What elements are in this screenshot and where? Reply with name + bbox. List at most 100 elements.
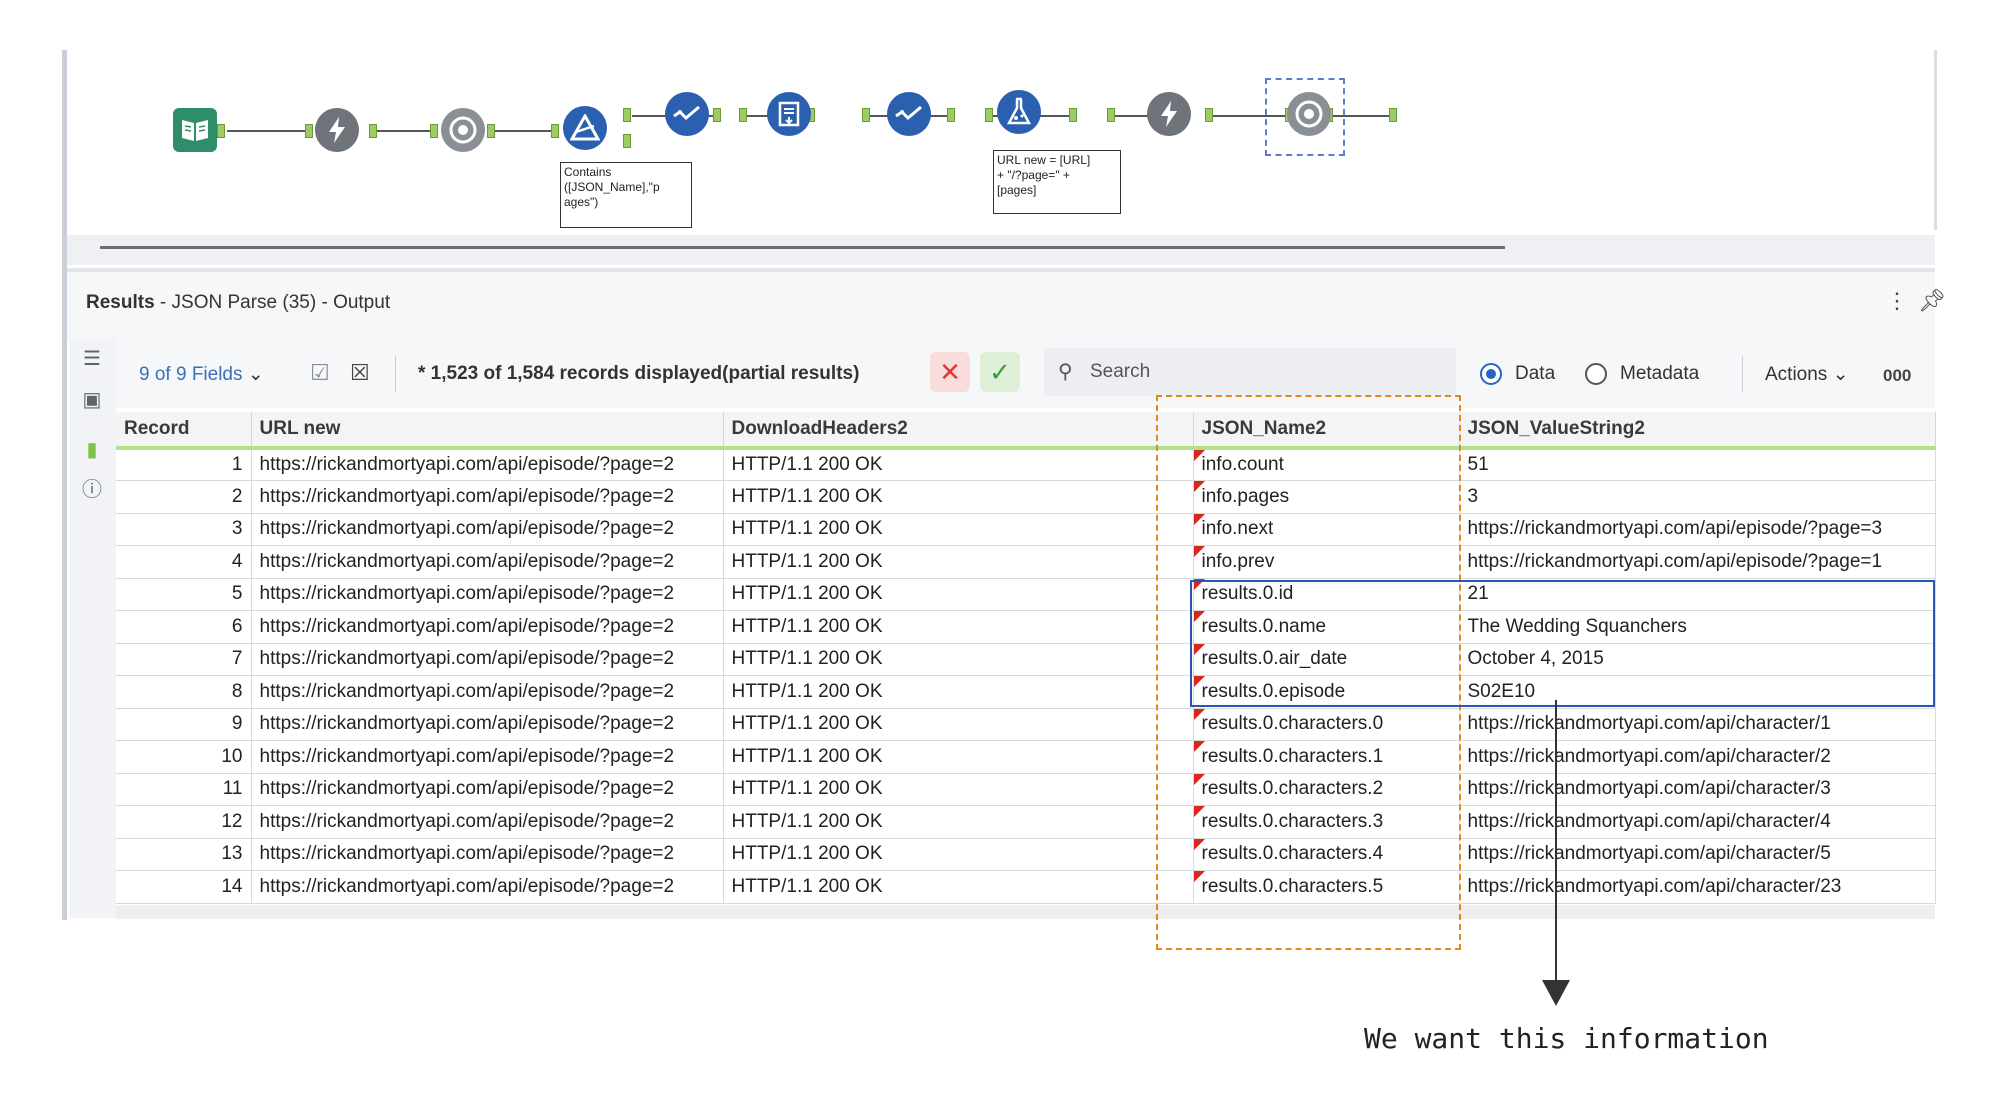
url-cell[interactable]: https://rickandmortyapi.com/api/episode/… [251, 480, 724, 514]
record-cell[interactable]: 2 [116, 480, 252, 514]
record-cell[interactable]: 4 [116, 545, 252, 579]
headers-cell[interactable]: HTTP/1.1 200 OK [723, 870, 1194, 904]
json-name-cell[interactable]: results.0.id [1193, 578, 1460, 611]
select-tool-2-icon[interactable] [887, 92, 931, 136]
json-name-cell[interactable]: info.pages [1193, 480, 1460, 514]
column-header-record[interactable]: Record [116, 412, 252, 450]
json-name-cell[interactable]: results.0.episode [1193, 675, 1460, 709]
url-cell[interactable]: https://rickandmortyapi.com/api/episode/… [251, 773, 724, 806]
json-name-cell[interactable]: results.0.air_date [1193, 643, 1460, 676]
url-cell[interactable]: https://rickandmortyapi.com/api/episode/… [251, 805, 724, 839]
text-input-tool-icon[interactable] [767, 92, 811, 136]
url-cell[interactable]: https://rickandmortyapi.com/api/episode/… [251, 513, 724, 546]
record-cell[interactable]: 9 [116, 708, 252, 741]
url-cell[interactable]: https://rickandmortyapi.com/api/episode/… [251, 675, 724, 709]
json-value-cell[interactable]: https://rickandmortyapi.com/api/episode/… [1459, 545, 1936, 579]
record-cell[interactable]: 7 [116, 643, 252, 676]
edit-checkbox-icon[interactable]: ☑ [310, 360, 330, 385]
json-value-cell[interactable]: https://rickandmortyapi.com/api/characte… [1459, 805, 1936, 839]
record-cell[interactable]: 6 [116, 610, 252, 644]
overflow-menu[interactable]: 000 [1883, 366, 1912, 385]
record-cell[interactable]: 14 [116, 870, 252, 904]
headers-cell[interactable]: HTTP/1.1 200 OK [723, 513, 1194, 546]
json-value-cell[interactable]: https://rickandmortyapi.com/api/characte… [1459, 740, 1936, 774]
fields-selector[interactable]: 9 of 9 Fields ⌄ [139, 364, 264, 385]
headers-cell[interactable]: HTTP/1.1 200 OK [723, 805, 1194, 839]
formula-tool-icon[interactable] [997, 90, 1041, 134]
headers-cell[interactable]: HTTP/1.1 200 OK [723, 578, 1194, 611]
headers-cell[interactable]: HTTP/1.1 200 OK [723, 773, 1194, 806]
more-options-icon[interactable]: ⋮ [1886, 288, 1908, 313]
json-value-cell[interactable]: 21 [1459, 578, 1936, 611]
url-cell[interactable]: https://rickandmortyapi.com/api/episode/… [251, 708, 724, 741]
metadata-radio[interactable] [1585, 363, 1607, 385]
url-cell[interactable]: https://rickandmortyapi.com/api/episode/… [251, 740, 724, 774]
canvas-horizontal-scrollbar[interactable] [100, 246, 1505, 249]
actions-menu[interactable]: Actions ⌄ [1765, 364, 1849, 385]
cancel-button[interactable]: ✕ [930, 352, 970, 392]
json-value-cell[interactable]: https://rickandmortyapi.com/api/characte… [1459, 708, 1936, 741]
json-value-cell[interactable]: October 4, 2015 [1459, 643, 1936, 676]
filter-tool-icon[interactable] [563, 106, 607, 150]
cell-view-icon[interactable]: ▣ [82, 389, 102, 411]
url-cell[interactable]: https://rickandmortyapi.com/api/episode/… [251, 870, 724, 904]
search-input[interactable]: ⚲ Search [1044, 348, 1456, 396]
clear-field-icon[interactable]: ☒ [350, 360, 370, 385]
record-cell[interactable]: 11 [116, 773, 252, 806]
json-parse-tool-2-icon[interactable] [1287, 92, 1331, 136]
json-value-cell[interactable]: https://rickandmortyapi.com/api/characte… [1459, 773, 1936, 806]
record-cell[interactable]: 10 [116, 740, 252, 774]
json-value-cell[interactable]: https://rickandmortyapi.com/api/episode/… [1459, 513, 1936, 546]
headers-cell[interactable]: HTTP/1.1 200 OK [723, 448, 1194, 481]
record-cell[interactable]: 3 [116, 513, 252, 546]
json-value-cell[interactable]: https://rickandmortyapi.com/api/characte… [1459, 870, 1936, 904]
json-name-cell[interactable]: results.0.characters.0 [1193, 708, 1460, 741]
json-name-cell[interactable]: results.0.characters.4 [1193, 838, 1460, 871]
column-header-json-value[interactable]: JSON_ValueString2 [1459, 412, 1936, 450]
json-name-cell[interactable]: results.0.name [1193, 610, 1460, 644]
record-cell[interactable]: 13 [116, 838, 252, 871]
record-cell[interactable]: 12 [116, 805, 252, 839]
json-name-cell[interactable]: info.prev [1193, 545, 1460, 579]
help-icon[interactable]: ⓘ [82, 479, 102, 501]
headers-cell[interactable]: HTTP/1.1 200 OK [723, 610, 1194, 644]
url-cell[interactable]: https://rickandmortyapi.com/api/episode/… [251, 643, 724, 676]
headers-cell[interactable]: HTTP/1.1 200 OK [723, 708, 1194, 741]
headers-cell[interactable]: HTTP/1.1 200 OK [723, 838, 1194, 871]
column-header-json-name[interactable]: JSON_Name2 [1193, 412, 1460, 450]
headers-cell[interactable]: HTTP/1.1 200 OK [723, 675, 1194, 709]
json-name-cell[interactable]: results.0.characters.1 [1193, 740, 1460, 774]
json-value-cell[interactable]: The Wedding Squanchers [1459, 610, 1936, 644]
url-cell[interactable]: https://rickandmortyapi.com/api/episode/… [251, 578, 724, 611]
url-cell[interactable]: https://rickandmortyapi.com/api/episode/… [251, 545, 724, 579]
url-cell[interactable]: https://rickandmortyapi.com/api/episode/… [251, 838, 724, 871]
json-name-cell[interactable]: results.0.characters.3 [1193, 805, 1460, 839]
json-value-cell[interactable]: 3 [1459, 480, 1936, 514]
url-cell[interactable]: https://rickandmortyapi.com/api/episode/… [251, 448, 724, 481]
select-tool-icon[interactable] [665, 92, 709, 136]
json-name-cell[interactable]: results.0.characters.2 [1193, 773, 1460, 806]
list-view-icon[interactable]: ☰ [83, 348, 101, 370]
column-header-url-new[interactable]: URL new [251, 412, 724, 450]
headers-cell[interactable]: HTTP/1.1 200 OK [723, 545, 1194, 579]
apply-button[interactable]: ✓ [980, 352, 1020, 392]
headers-cell[interactable]: HTTP/1.1 200 OK [723, 643, 1194, 676]
pin-icon[interactable]: 📌︎ [1918, 288, 1946, 313]
json-value-cell[interactable]: S02E10 [1459, 675, 1936, 709]
json-name-cell[interactable]: results.0.characters.5 [1193, 870, 1460, 904]
input-data-tool-icon[interactable] [173, 108, 217, 152]
headers-cell[interactable]: HTTP/1.1 200 OK [723, 480, 1194, 514]
headers-cell[interactable]: HTTP/1.1 200 OK [723, 740, 1194, 774]
